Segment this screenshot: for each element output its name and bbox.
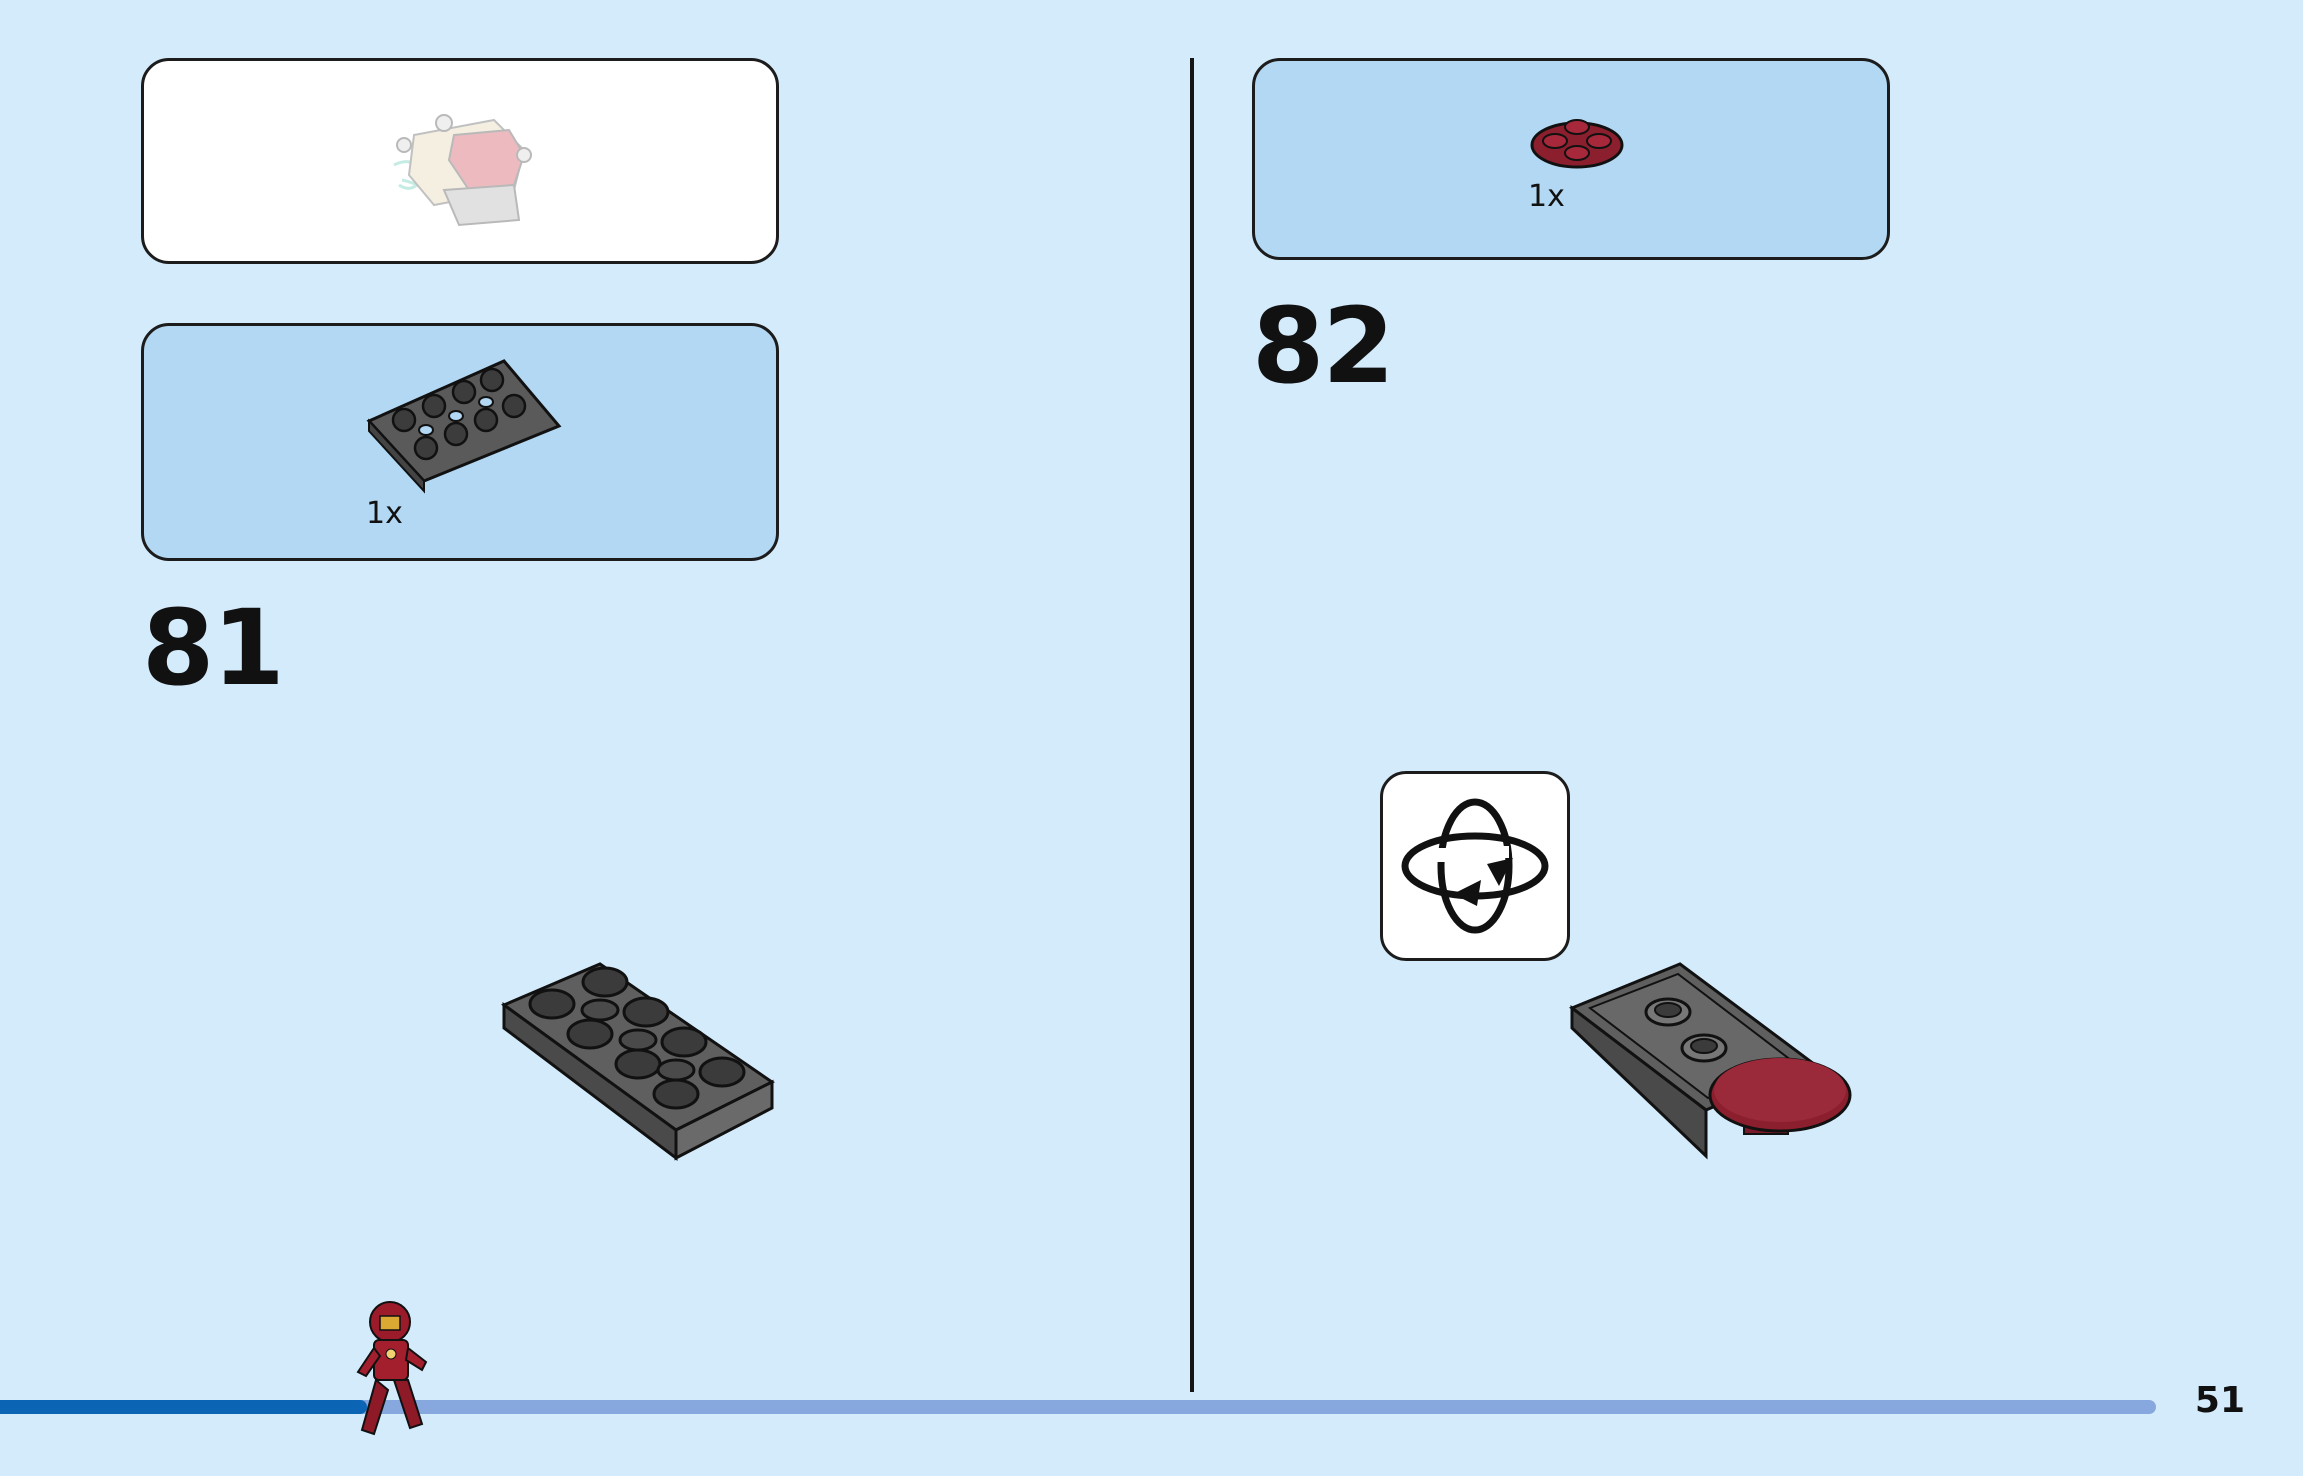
iron-man-minifigure-icon	[356, 1301, 428, 1436]
parts-list-step-81: 1x	[141, 323, 779, 561]
faded-model-preview-icon	[393, 114, 532, 227]
progress-fill	[0, 1400, 367, 1414]
dark-gray-plate-2x4-assembly-icon	[500, 962, 775, 1162]
plate-with-round-plate-assembly-icon	[1569, 962, 1852, 1160]
page-number: 51	[2194, 1380, 2245, 1421]
parts-list-step-82: 1x	[1252, 58, 1890, 260]
step-number: 81	[142, 587, 285, 709]
dark-red-round-plate-icon	[1530, 119, 1624, 169]
progress-track	[0, 1400, 2156, 1414]
step-number: 82	[1252, 285, 1395, 407]
part-quantity: 1x	[366, 496, 403, 531]
rotate-model-icon	[1401, 798, 1549, 934]
submodel-callout	[141, 58, 779, 264]
part-quantity: 1x	[1528, 179, 1565, 214]
dark-gray-plate-2x4-icon	[366, 359, 562, 494]
rotate-model-callout	[1380, 771, 1570, 961]
page-divider	[1190, 58, 1194, 1392]
